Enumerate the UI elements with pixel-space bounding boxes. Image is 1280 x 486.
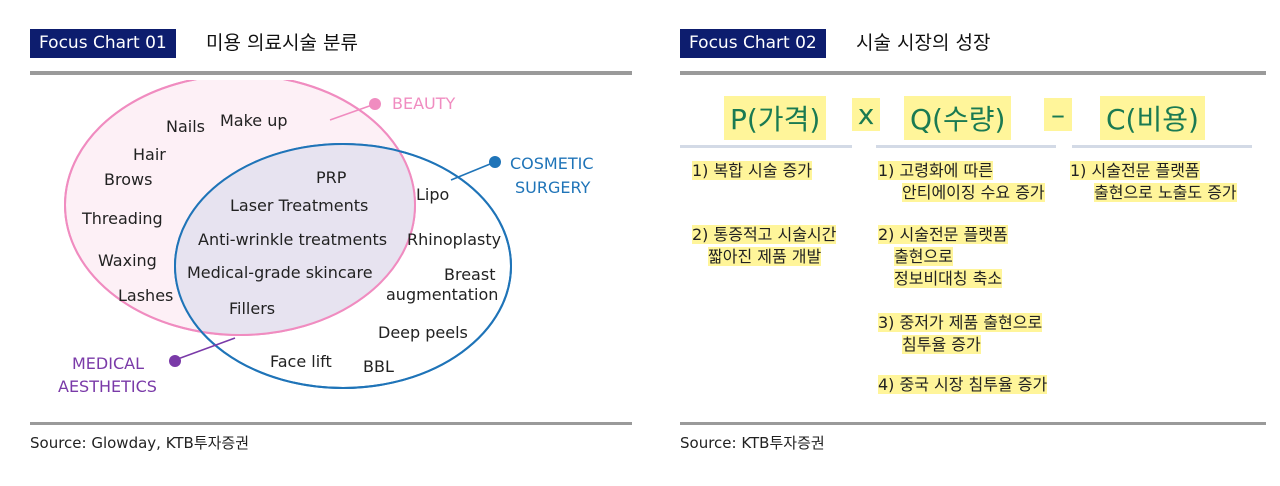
multiply-operator: x	[852, 98, 880, 131]
focus-chart-02-panel: Focus Chart 02 시술 시장의 성장 P(가격) x Q(수량) –…	[680, 0, 1266, 486]
overlap-region	[175, 144, 415, 335]
chart-tag: Focus Chart 01	[30, 29, 176, 58]
bottom-divider	[680, 422, 1266, 425]
medical-dot	[169, 355, 181, 367]
surgery-item: Breast	[444, 265, 496, 284]
cosmetic-legend-line2: SURGERY	[515, 178, 591, 197]
beauty-item: Make up	[220, 111, 288, 130]
quantity-item: 1) 고령화에 따른 안티에이징 수요 증가	[878, 161, 1045, 202]
beauty-item: Hair	[133, 145, 166, 164]
medical-legend-line1: MEDICAL	[72, 354, 144, 373]
quantity-term: Q(수량)	[904, 96, 1012, 140]
bottom-divider	[30, 422, 632, 425]
venn-diagram	[64, 80, 512, 389]
beauty-item: Threading	[82, 209, 163, 228]
beauty-item: Lashes	[118, 286, 174, 305]
cost-term: C(비용)	[1100, 96, 1205, 140]
focus-chart-01-panel: Focus Chart 01 미용 의료시술 분류 BEAUTY COSMETI…	[30, 0, 632, 486]
overlap-item: Laser Treatments	[230, 196, 369, 215]
source-note: Source: KTB투자증권	[680, 434, 825, 452]
overlap-item: Anti-wrinkle treatments	[198, 230, 388, 249]
cosmetic-connector	[450, 161, 496, 181]
surgery-item: Deep peels	[378, 323, 468, 342]
medical-legend-line2: AESTHETICS	[58, 377, 157, 396]
minus-operator: –	[1044, 98, 1072, 131]
beauty-connector	[329, 103, 376, 121]
cost-underline	[1072, 145, 1252, 148]
top-divider	[30, 71, 632, 75]
chart-title: 시술 시장의 성장	[856, 32, 991, 54]
cosmetic-dot	[489, 156, 501, 168]
surgery-item: BBL	[363, 357, 394, 376]
price-term: P(가격)	[724, 96, 827, 140]
growth-formula: P(가격) x Q(수량) – C(비용)	[680, 96, 1266, 142]
beauty-item: Waxing	[98, 251, 157, 270]
overlap-item: Fillers	[229, 299, 276, 318]
beauty-dot	[369, 98, 381, 110]
beauty-item: Brows	[104, 170, 153, 189]
quantity-item: 2) 시술전문 플랫폼 출현으로 정보비대칭 축소	[878, 225, 1008, 288]
surgery-item: Lipo	[416, 185, 450, 204]
overlap-item: Medical-grade skincare	[187, 263, 373, 282]
surgery-item: Rhinoplasty	[407, 230, 502, 249]
price-underline	[680, 145, 852, 148]
price-item: 2) 통증적고 시술시간 짧아진 제품 개발	[692, 225, 837, 266]
chart-title: 미용 의료시술 분류	[206, 32, 358, 54]
quantity-item: 3) 중저가 제품 출현으로 침투율 증가	[878, 313, 1043, 354]
surgery-item: Face lift	[270, 352, 332, 371]
quantity-item: 4) 중국 시장 침투율 증가	[878, 375, 1048, 394]
beauty-legend: BEAUTY	[392, 94, 456, 113]
surgery-item: augmentation	[386, 285, 499, 304]
overlap-item: PRP	[316, 168, 347, 187]
cosmetic-legend-line1: COSMETIC	[510, 154, 594, 173]
price-item: 1) 복합 시술 증가	[692, 161, 812, 180]
chart-tag: Focus Chart 02	[680, 29, 826, 58]
quantity-underline	[876, 145, 1056, 148]
medical-connector	[174, 337, 236, 361]
beauty-item: Nails	[166, 117, 205, 136]
top-divider	[680, 71, 1266, 75]
source-note: Source: Glowday, KTB투자증권	[30, 434, 250, 452]
cost-item: 1) 시술전문 플랫폼 출현으로 노출도 증가	[1070, 161, 1237, 202]
